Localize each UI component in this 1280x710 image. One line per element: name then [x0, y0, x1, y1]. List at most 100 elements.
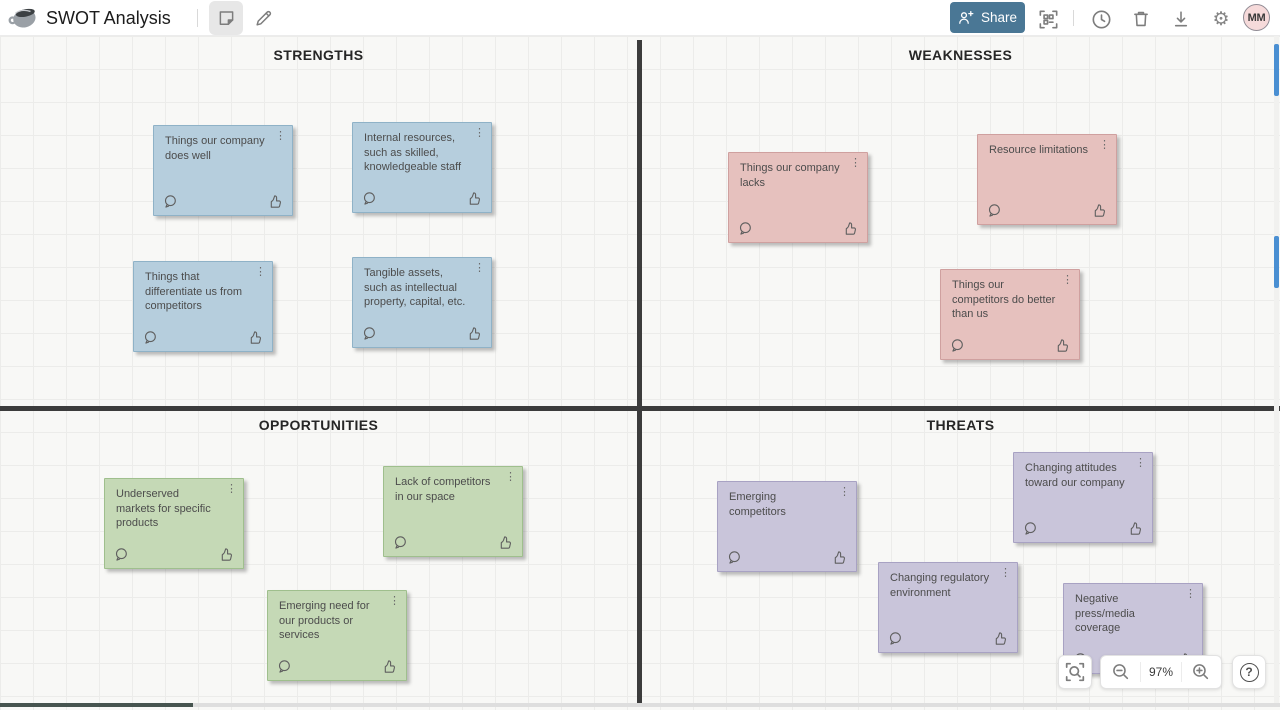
note-menu-kebab-icon[interactable]: ⋮ [1062, 274, 1073, 286]
thumbs-up-icon[interactable] [498, 535, 513, 550]
sticky-note-threats[interactable]: Changing attitudes toward our company ⋮ [1013, 452, 1153, 543]
comment-bubble-icon[interactable] [143, 330, 158, 345]
app-logo-icon [8, 8, 36, 28]
note-menu-kebab-icon[interactable]: ⋮ [1185, 588, 1196, 600]
comment-bubble-icon[interactable] [163, 194, 178, 209]
thumbs-up-icon[interactable] [467, 191, 482, 206]
comment-bubble-icon[interactable] [987, 203, 1002, 218]
question-mark-icon: ? [1239, 662, 1259, 682]
top-bar: SWOT Analysis Share [0, 0, 1280, 36]
magnifier-in-brackets-icon [1065, 662, 1085, 682]
note-text: Things our company does well [165, 135, 265, 162]
thumbs-up-icon[interactable] [1092, 203, 1107, 218]
quadrant-label-threats: THREATS [926, 417, 995, 433]
comment-bubble-icon[interactable] [727, 550, 742, 565]
note-text: Underserved markets for specific product… [116, 488, 211, 530]
sticky-note-opportunities[interactable]: Emerging need for our products or servic… [267, 590, 407, 681]
sticky-note-threats[interactable]: Emerging competitors⋮ [717, 481, 857, 572]
note-menu-kebab-icon[interactable]: ⋮ [389, 595, 400, 607]
sticky-note-weaknesses[interactable]: Things our company lacks ⋮ [728, 152, 868, 243]
comment-bubble-icon[interactable] [362, 326, 377, 341]
note-menu-kebab-icon[interactable]: ⋮ [1000, 567, 1011, 579]
note-text: Negative press/media coverage [1075, 593, 1135, 635]
thumbs-up-icon[interactable] [843, 221, 858, 236]
user-avatar[interactable]: MM [1243, 4, 1270, 31]
sticky-note-tool-button[interactable] [209, 1, 243, 35]
sticky-note-strengths[interactable]: Things that differentiate us from compet… [133, 261, 273, 352]
comment-bubble-icon[interactable] [738, 221, 753, 236]
divider [197, 9, 198, 27]
note-menu-kebab-icon[interactable]: ⋮ [474, 262, 485, 274]
thumbs-up-icon[interactable] [1055, 338, 1070, 353]
comment-bubble-icon[interactable] [114, 547, 129, 562]
quadrant-horizontal-divider [0, 406, 1280, 411]
capture-frame-icon[interactable] [1035, 6, 1061, 32]
comment-bubble-icon[interactable] [1023, 521, 1038, 536]
help-button[interactable]: ? [1232, 655, 1266, 689]
share-button[interactable]: Share [950, 2, 1025, 33]
thumbs-up-icon[interactable] [382, 659, 397, 674]
horizontal-scrollbar-thumb[interactable] [0, 703, 193, 707]
zoom-to-fit-button[interactable] [1058, 655, 1092, 689]
note-menu-kebab-icon[interactable]: ⋮ [850, 157, 861, 169]
note-text: Changing attitudes toward our company [1025, 462, 1125, 489]
zoom-out-button[interactable] [1101, 656, 1140, 688]
note-menu-kebab-icon[interactable]: ⋮ [1135, 457, 1146, 469]
sticky-note-opportunities[interactable]: Underserved markets for specific product… [104, 478, 244, 569]
person-plus-icon [959, 10, 974, 24]
zoom-in-button[interactable] [1182, 656, 1221, 688]
thumbs-up-icon[interactable] [832, 550, 847, 565]
board-title: SWOT Analysis [46, 8, 171, 28]
sticky-note-threats[interactable]: Changing regulatory environment⋮ [878, 562, 1018, 653]
comment-bubble-icon[interactable] [888, 631, 903, 646]
note-menu-kebab-icon[interactable]: ⋮ [255, 266, 266, 278]
settings-gear-icon[interactable]: ⚙ [1212, 8, 1230, 30]
avatar-initials: MM [1247, 11, 1266, 24]
whiteboard-canvas[interactable]: STRENGTHS WEAKNESSES OPPORTUNITIES THREA… [0, 36, 1280, 710]
zoom-control-bar: 97% [1100, 655, 1222, 689]
note-text: Tangible assets, such as intellectual pr… [364, 267, 466, 309]
note-text: Things that differentiate us from compet… [145, 271, 243, 313]
thumbs-up-icon[interactable] [1128, 521, 1143, 536]
share-label: Share [980, 10, 1018, 25]
note-menu-kebab-icon[interactable]: ⋮ [839, 486, 850, 498]
thumbs-up-icon[interactable] [268, 194, 283, 209]
note-menu-kebab-icon[interactable]: ⋮ [275, 130, 286, 142]
divider [1180, 662, 1182, 682]
thumbs-up-icon[interactable] [219, 547, 234, 562]
sticky-note-strengths[interactable]: Tangible assets, such as intellectual pr… [352, 257, 492, 348]
comment-bubble-icon[interactable] [950, 338, 965, 353]
comment-bubble-icon[interactable] [393, 535, 408, 550]
note-menu-kebab-icon[interactable]: ⋮ [474, 127, 485, 139]
history-clock-icon[interactable] [1088, 6, 1114, 32]
note-text: Resource limitations [989, 144, 1089, 156]
pencil-tool-button[interactable] [246, 1, 280, 35]
thumbs-up-icon[interactable] [467, 326, 482, 341]
thumbs-up-icon[interactable] [248, 330, 263, 345]
sticky-note-opportunities[interactable]: Lack of competitors in our space ⋮ [383, 466, 523, 557]
vertical-scrollbar-thumb[interactable] [1274, 44, 1279, 96]
vertical-scrollbar-marker[interactable] [1274, 236, 1279, 288]
comment-bubble-icon[interactable] [277, 659, 292, 674]
note-menu-kebab-icon[interactable]: ⋮ [226, 483, 237, 495]
note-text: Emerging need for our products or servic… [279, 600, 370, 642]
sticky-note-strengths[interactable]: Internal resources, such as skilled, kno… [352, 122, 492, 213]
vertical-scrollbar[interactable] [1274, 36, 1279, 703]
sticky-note-weaknesses[interactable]: Resource limitations ⋮ [977, 134, 1117, 225]
zoom-level-indicator[interactable]: 97% [1148, 665, 1174, 679]
note-text: Internal resources, such as skilled, kno… [364, 132, 462, 174]
trash-icon[interactable] [1128, 6, 1154, 32]
sticky-note-weaknesses[interactable]: Things our competitors do better than us… [940, 269, 1080, 360]
note-menu-kebab-icon[interactable]: ⋮ [1099, 139, 1110, 151]
note-text: Things our company lacks [740, 162, 840, 189]
horizontal-scrollbar[interactable] [0, 703, 1280, 707]
quadrant-label-opportunities: OPPORTUNITIES [258, 417, 379, 433]
comment-bubble-icon[interactable] [362, 191, 377, 206]
sticky-note-strengths[interactable]: Things our company does well ⋮ [153, 125, 293, 216]
thumbs-up-icon[interactable] [993, 631, 1008, 646]
divider [1140, 662, 1142, 682]
magnifier-plus-icon [1193, 664, 1209, 680]
download-icon[interactable] [1168, 6, 1194, 32]
note-menu-kebab-icon[interactable]: ⋮ [505, 471, 516, 483]
note-text: Lack of competitors in our space [395, 476, 491, 503]
